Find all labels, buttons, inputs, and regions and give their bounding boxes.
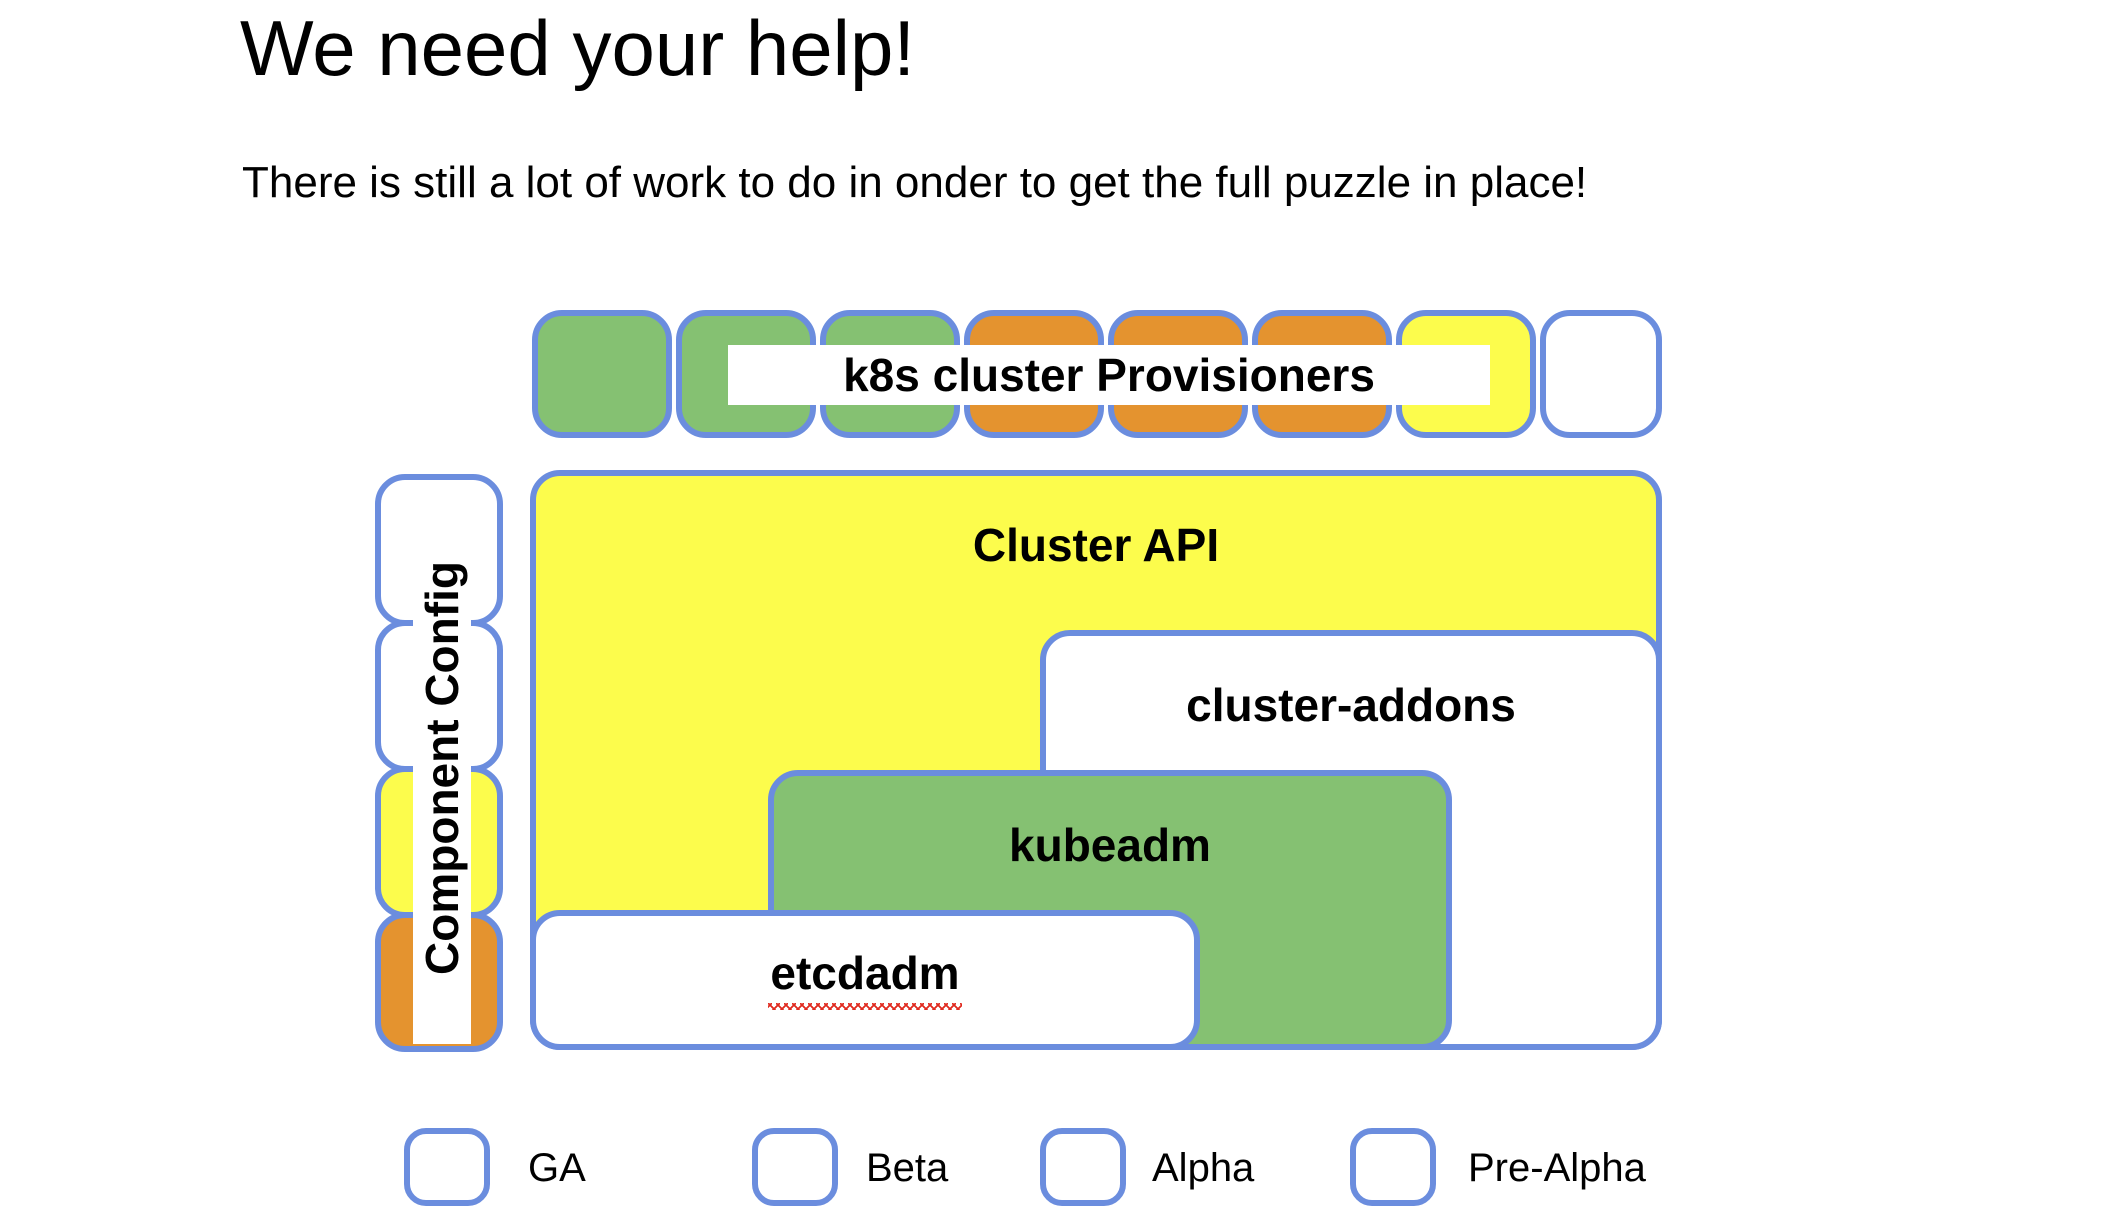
- legend-swatch-ga: [404, 1128, 490, 1206]
- page-subtitle: There is still a lot of work to do in on…: [242, 158, 1588, 207]
- legend-label-alpha: Alpha: [1152, 1146, 1255, 1190]
- kubeadm-label: kubeadm: [1009, 819, 1211, 871]
- cluster-api-label: Cluster API: [972, 519, 1220, 571]
- page-title: We need your help!: [240, 4, 915, 92]
- legend-swatch-alpha: [1040, 1128, 1126, 1206]
- component-config-label: Component Config: [416, 561, 469, 975]
- component-config-label-strip: Component Config: [413, 492, 471, 1044]
- legend-label-pre-alpha: Pre-Alpha: [1468, 1146, 1646, 1190]
- etcdadm-label-wrap: etcdadm: [536, 946, 1194, 1010]
- legend-swatch-beta: [752, 1128, 838, 1206]
- etcdadm-label: etcdadm: [768, 947, 962, 1010]
- provisioner-box-1: [532, 310, 672, 438]
- legend-swatch-pre-alpha: [1350, 1128, 1436, 1206]
- legend-label-beta: Beta: [866, 1146, 949, 1190]
- provisioners-label: k8s cluster Provisioners: [728, 345, 1490, 405]
- legend-label-ga: GA: [528, 1146, 586, 1190]
- provisioner-box-8: [1540, 310, 1662, 438]
- cluster-addons-label: cluster-addons: [1186, 679, 1516, 731]
- etcdadm-box: etcdadm: [530, 910, 1200, 1050]
